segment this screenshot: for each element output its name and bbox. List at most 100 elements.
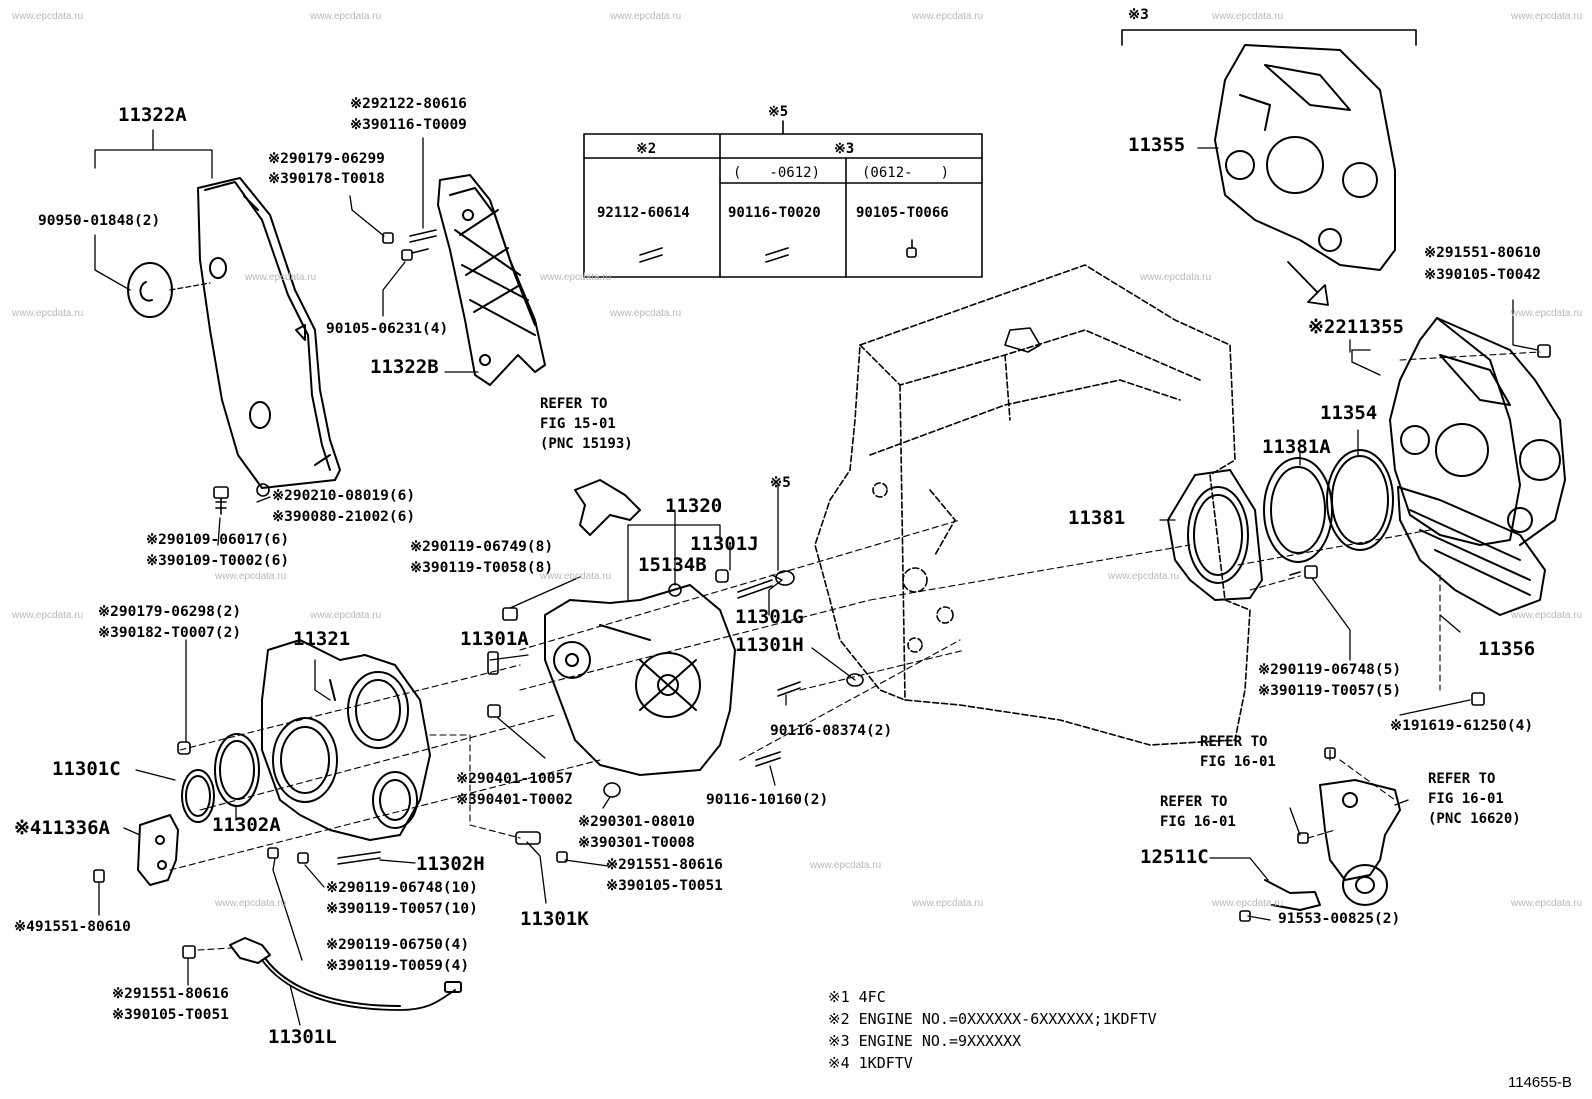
part-label-11302H[interactable]: 11302H [416, 853, 485, 875]
refer-fig16c-line2[interactable]: FIG 16-01 [1428, 791, 1504, 807]
part-label-290179-06299[interactable]: ※290179-06299 [268, 151, 385, 167]
part-label-11321[interactable]: 11321 [293, 628, 351, 650]
part-label-491551[interactable]: ※491551-80610 [14, 919, 131, 935]
part-label-291551-80616-a[interactable]: ※291551-80616 [606, 857, 723, 873]
part-label-292122[interactable]: ※292122-80616 [350, 96, 467, 112]
part-label-390119-T0057-10[interactable]: ※390119-T0057(10) [326, 901, 478, 917]
part-label-15134B[interactable]: 15134B [638, 554, 707, 576]
part-label-211355[interactable]: ※2211355 [1308, 318, 1404, 337]
bolts-11322b-drawing [382, 229, 437, 261]
timing-cover-upper-drawing [197, 177, 341, 489]
watermark: www.epcdata.ru [1108, 571, 1180, 582]
watermark: www.epcdata.ru [12, 11, 84, 22]
table-col-3: ※3 [834, 141, 855, 157]
part-label-11301A[interactable]: 11301A [460, 628, 529, 650]
refer-fig16b-line2[interactable]: FIG 16-01 [1160, 814, 1236, 830]
part-label-11301C[interactable]: 11301C [52, 758, 121, 780]
part-label-290301[interactable]: ※290301-08010 [578, 814, 695, 830]
sensor-11301L-drawing [229, 937, 462, 1011]
part-label-390301[interactable]: ※390301-T0008 [578, 835, 695, 851]
left-small-parts-drawing [93, 741, 381, 959]
part-label-11302A[interactable]: 11302A [212, 814, 281, 836]
part-label-11356[interactable]: 11356 [1478, 638, 1536, 660]
refer-fig16c-line3[interactable]: (PNC 16620) [1428, 811, 1521, 827]
leader-lines [94, 129, 1539, 1026]
part-label-291551-80610[interactable]: ※291551-80610 [1424, 245, 1541, 261]
part-label-390119-T0057-5[interactable]: ※390119-T0057(5) [1258, 683, 1402, 699]
part-label-91553[interactable]: 91553-00825(2) [1278, 911, 1401, 927]
part-label-11320[interactable]: 11320 [665, 495, 723, 517]
part-label-11301G[interactable]: 11301G [735, 606, 804, 628]
watermark: www.epcdata.ru [215, 571, 287, 582]
watermark: www.epcdata.ru [610, 11, 682, 22]
part-label-191619[interactable]: ※191619-61250(4) [1390, 718, 1534, 734]
part-label-12511C[interactable]: 12511C [1140, 846, 1209, 868]
refer-fig15-line1[interactable]: REFER TO [540, 396, 608, 412]
watermark: www.epcdata.ru [810, 860, 882, 871]
part-label-390119-T0058[interactable]: ※390119-T0058(8) [410, 560, 554, 576]
part-label-290119-06748-5[interactable]: ※290119-06748(5) [1258, 662, 1402, 678]
part-label-290401[interactable]: ※290401-10057 [456, 771, 573, 787]
part-label-11301H[interactable]: 11301H [735, 634, 804, 656]
part-label-11322A[interactable]: 11322A [118, 104, 187, 126]
refer-fig15-line3[interactable]: (PNC 15193) [540, 436, 633, 452]
part-label-390116[interactable]: ※390116-T0009 [350, 117, 467, 133]
part-label-11381[interactable]: 11381 [1068, 507, 1126, 529]
case-11321-drawing [261, 639, 431, 841]
part-label-290119-06748-10[interactable]: ※290119-06748(10) [326, 880, 478, 896]
part-label-11301K[interactable]: 11301K [520, 908, 589, 930]
part-label-390105-T0051-b[interactable]: ※390105-T0051 [112, 1007, 229, 1023]
part-label-290119-06750[interactable]: ※290119-06750(4) [326, 937, 470, 953]
part-label-290119-06749[interactable]: ※290119-06749(8) [410, 539, 554, 555]
watermark: www.epcdata.ru [215, 898, 287, 909]
part-label-11381A[interactable]: 11381A [1262, 436, 1331, 458]
watermark: www.epcdata.ru [1511, 610, 1583, 621]
gasket-15193-drawing [574, 479, 641, 536]
footnote-2: ※2 ENGINE NO.=0XXXXXX-6XXXXXX;1KDFTV [828, 1010, 1157, 1028]
bolts-right-drawing [1239, 344, 1551, 922]
part-label-390109[interactable]: ※390109-T0002(6) [146, 553, 290, 569]
part-label-290109[interactable]: ※290109-06017(6) [146, 532, 290, 548]
part-label-290179-06298[interactable]: ※290179-06298(2) [98, 604, 242, 620]
part-label-291551-80616-b[interactable]: ※291551-80616 [112, 986, 229, 1002]
part-label-11355[interactable]: 11355 [1128, 134, 1186, 156]
watermark: www.epcdata.ru [12, 308, 84, 319]
part-label-90950[interactable]: 90950-01848(2) [38, 213, 161, 229]
part-label-90116-08374[interactable]: 90116-08374(2) [770, 723, 893, 739]
group-marker-2: ※2 [1308, 316, 1336, 338]
refer-fig15-line2[interactable]: FIG 15-01 [540, 416, 616, 432]
part-label-390105-T0042[interactable]: ※390105-T0042 [1424, 267, 1541, 283]
footnote-3: ※3 ENGINE NO.=9XXXXXX [828, 1032, 1022, 1050]
watermark: www.epcdata.ru [912, 898, 984, 909]
spec-table-frame [583, 120, 983, 278]
watermark: www.epcdata.ru [12, 610, 84, 621]
part-label-390080[interactable]: ※390080-21002(6) [272, 509, 416, 525]
watermark: www.epcdata.ru [1140, 272, 1212, 283]
part-label-390178[interactable]: ※390178-T0018 [268, 171, 385, 187]
part-label-411336A[interactable]: ※411336A [14, 817, 110, 839]
footnote-4: ※4 1KDFTV [828, 1054, 913, 1072]
engine-block-drawing [814, 264, 1251, 746]
part-label-390105-T0051-a[interactable]: ※390105-T0051 [606, 878, 723, 894]
part-label-90116-10160[interactable]: 90116-10160(2) [706, 792, 829, 808]
part-label-290210[interactable]: ※290210-08019(6) [272, 488, 416, 504]
refer-fig16a-line1[interactable]: REFER TO [1200, 734, 1268, 750]
part-label-11354[interactable]: 11354 [1320, 402, 1378, 424]
refer-fig16a-line2[interactable]: FIG 16-01 [1200, 754, 1276, 770]
seal-11302A-drawing [214, 733, 260, 807]
part-label-11301J[interactable]: 11301J [690, 533, 759, 555]
part-label-11322B[interactable]: 11322B [370, 356, 439, 378]
retainer-11381-drawing [1167, 469, 1263, 601]
part-label-390182[interactable]: ※390182-T0007(2) [98, 625, 242, 641]
part-label-390119-T0059[interactable]: ※390119-T0059(4) [326, 958, 470, 974]
refer-fig16c-line1[interactable]: REFER TO [1428, 771, 1496, 787]
refer-fig16b-line1[interactable]: REFER TO [1160, 794, 1228, 810]
part-label-90105-06231[interactable]: 90105-06231(4) [326, 321, 449, 337]
end-plate-11355-top-drawing [1214, 44, 1396, 271]
block-bracket [1004, 327, 1041, 353]
part-label-11301L[interactable]: 11301L [268, 1026, 337, 1048]
part-label-390401[interactable]: ※390401-T0002 [456, 792, 573, 808]
table-part-1: 92112-60614 [597, 205, 690, 221]
watermark: www.epcdata.ru [1511, 11, 1583, 22]
table-part-3: 90105-T0066 [856, 205, 949, 221]
